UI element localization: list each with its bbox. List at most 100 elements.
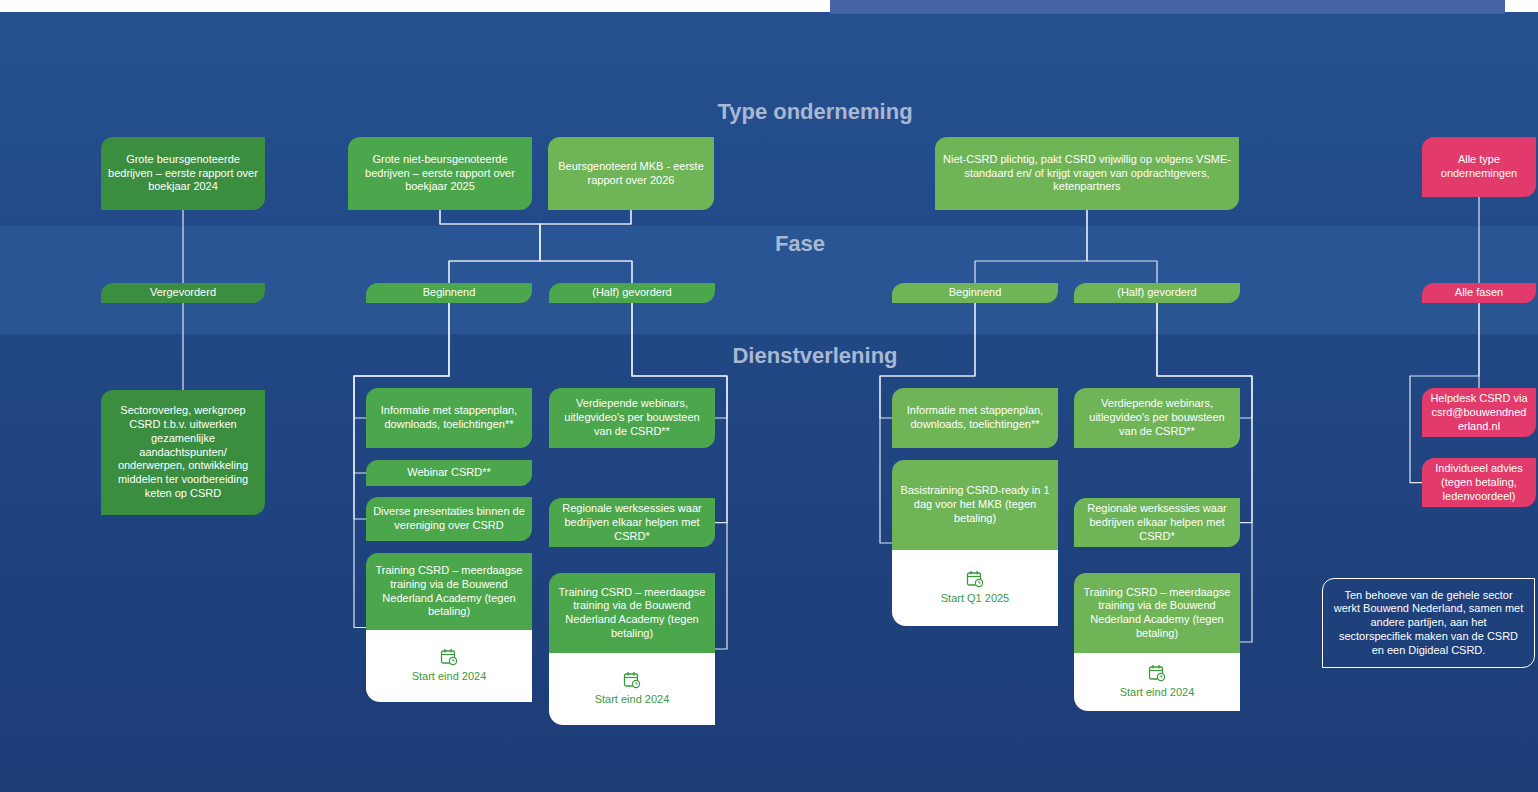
process-box: Vergevorderd (101, 283, 265, 303)
phase-band (0, 226, 1538, 334)
start-tab: Start Q1 2025 (892, 550, 1058, 626)
process-box: Niet-CSRD plichtig, pakt CSRD vrijwillig… (935, 137, 1239, 210)
card-body: Training CSRD – meerdaagse training via … (1074, 573, 1240, 653)
calendar-ring (633, 672, 634, 676)
card-body: Training CSRD – meerdaagse training via … (549, 573, 715, 653)
calendar-ring (976, 571, 977, 575)
box-text: (Half) gevorderd (1117, 286, 1196, 300)
box-text: Informatie met stappenplan, downloads, t… (373, 404, 525, 432)
box-text: Alle fasen (1455, 286, 1503, 300)
start-tab: Start eind 2024 (1074, 653, 1240, 711)
start-date: Start eind 2024 (1120, 686, 1195, 700)
clock-face (449, 658, 456, 665)
top-bar (830, 0, 1505, 14)
service-card: Training CSRD – meerdaagse training via … (549, 573, 715, 725)
box-text: Helpdesk CSRD via csrd@bouwendnederland.… (1429, 392, 1529, 433)
box-text: Vergevorderd (150, 286, 216, 300)
box-text: Regionale werksessies waar bedrijven elk… (1081, 502, 1233, 543)
clock-face (632, 681, 639, 688)
box-text: Individueel advies (tegen betaling, lede… (1429, 462, 1529, 503)
box-text: Niet-CSRD plichtig, pakt CSRD vrijwillig… (942, 153, 1232, 194)
service-text: Basistraining CSRD-ready in 1 dag voor h… (899, 484, 1051, 525)
box-text: (Half) gevorderd (592, 286, 671, 300)
process-box: Beursgenoteerd MKB - eerste rapport over… (548, 137, 714, 210)
process-box: Alle type ondernemingen (1422, 137, 1536, 197)
process-box: Sectoroverleg, werkgroep CSRD t.b.v. uit… (101, 390, 265, 515)
connector-line (1087, 210, 1157, 283)
clock-hands (636, 682, 638, 684)
process-box: Verdiepende webinars, uitlegvideo's per … (1074, 388, 1240, 448)
process-box: Regionale werksessies waar bedrijven elk… (549, 498, 715, 547)
calendar-ring (450, 649, 451, 653)
clock-face (1157, 674, 1164, 681)
connector-line (975, 210, 1087, 283)
box-text: Diverse presentaties binnen de verenigin… (373, 505, 525, 533)
start-tab: Start eind 2024 (549, 653, 715, 725)
connector-line (440, 210, 632, 283)
calendar-icon (440, 648, 458, 666)
process-box: Beginnend (892, 283, 1058, 303)
clock-hands (979, 581, 981, 583)
start-date: Start eind 2024 (595, 693, 670, 707)
calendar-bar (1150, 670, 1163, 671)
box-text: Informatie met stappenplan, downloads, t… (899, 404, 1051, 432)
process-box: Informatie met stappenplan, downloads, t… (366, 388, 532, 448)
box-text: Webinar CSRD** (407, 466, 491, 480)
service-card: Training CSRD – meerdaagse training via … (366, 553, 532, 702)
box-text: Beginnend (423, 286, 476, 300)
start-date: Start Q1 2025 (941, 592, 1010, 606)
connector-line (440, 210, 540, 283)
service-text: Training CSRD – meerdaagse training via … (373, 564, 525, 619)
calendar-bar (625, 677, 638, 678)
process-box: (Half) gevorderd (549, 283, 715, 303)
calendar-ring (627, 672, 628, 676)
box-text: Grote niet-beursgenoteerde bedrijven – e… (355, 153, 525, 194)
start-date: Start eind 2024 (412, 670, 487, 684)
box-text: Ten behoeve van de gehele sector werkt B… (1333, 589, 1524, 658)
box-text: Sectoroverleg, werkgroep CSRD t.b.v. uit… (108, 404, 258, 500)
box-text: Regionale werksessies waar bedrijven elk… (556, 502, 708, 543)
process-box: Beginnend (366, 283, 532, 303)
process-box: Webinar CSRD** (366, 460, 532, 486)
clock-face (975, 580, 982, 587)
calendar-ring (1158, 665, 1159, 669)
section-heading: Fase (775, 231, 825, 257)
start-tab: Start eind 2024 (366, 630, 532, 702)
calendar-ring (1152, 665, 1153, 669)
process-box: Individueel advies (tegen betaling, lede… (1422, 458, 1536, 507)
process-box: Regionale werksessies waar bedrijven elk… (1074, 498, 1240, 547)
process-box: (Half) gevorderd (1074, 283, 1240, 303)
calendar-icon (623, 671, 641, 689)
process-box: Alle fasen (1422, 283, 1536, 303)
service-text: Training CSRD – meerdaagse training via … (556, 586, 708, 641)
process-box: Informatie met stappenplan, downloads, t… (892, 388, 1058, 448)
service-card: Training CSRD – meerdaagse training via … (1074, 573, 1240, 711)
calendar-icon (1148, 664, 1166, 682)
service-card: Basistraining CSRD-ready in 1 dag voor h… (892, 460, 1058, 626)
process-box: Verdiepende webinars, uitlegvideo's per … (549, 388, 715, 448)
process-box: Diverse presentaties binnen de verenigin… (366, 497, 532, 541)
clock-hands (453, 659, 455, 661)
section-heading: Type onderneming (717, 99, 912, 125)
service-text: Training CSRD – meerdaagse training via … (1081, 586, 1233, 641)
box-text: Verdiepende webinars, uitlegvideo's per … (1081, 397, 1233, 438)
connector-line (1478, 197, 1479, 283)
box-text: Beursgenoteerd MKB - eerste rapport over… (555, 160, 707, 188)
box-text: Grote beursgenoteerde bedrijven – eerste… (108, 153, 258, 194)
card-body: Basistraining CSRD-ready in 1 dag voor h… (892, 460, 1058, 550)
calendar-ring (970, 571, 971, 575)
box-text: Alle type ondernemingen (1429, 153, 1529, 181)
process-box: Grote niet-beursgenoteerde bedrijven – e… (348, 137, 532, 210)
box-text: Beginnend (949, 286, 1002, 300)
connector-line (449, 210, 631, 283)
connector-line (182, 210, 183, 283)
calendar-ring (444, 649, 445, 653)
process-box: Helpdesk CSRD via csrd@bouwendnederland.… (1422, 388, 1536, 437)
card-body: Training CSRD – meerdaagse training via … (366, 553, 532, 630)
section-heading: Dienstverlening (732, 343, 897, 369)
clock-hands (1161, 675, 1163, 677)
calendar-bar (442, 654, 455, 655)
calendar-bar (968, 576, 981, 577)
